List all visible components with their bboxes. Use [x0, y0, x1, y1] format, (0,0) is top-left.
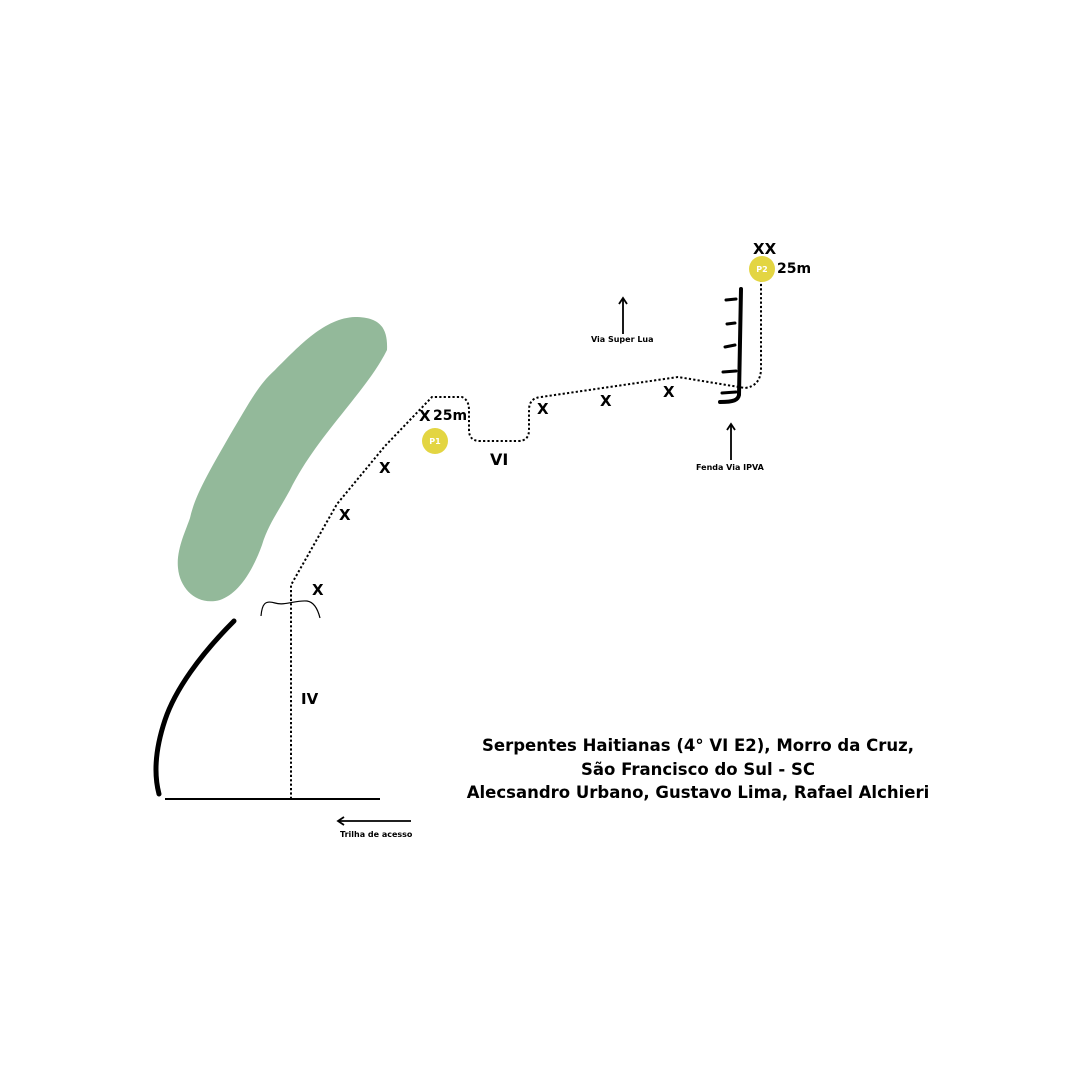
crack-line [718, 287, 743, 404]
route-title-block: Serpentes Haitianas (4° VI E2), Morro da… [460, 734, 936, 805]
anchor-p2: P2 [749, 256, 775, 282]
route-title-line-1: Serpentes Haitianas (4° VI E2), Morro da… [482, 736, 914, 755]
route-title-line-2: São Francisco do Sul - SC [581, 759, 815, 779]
bolt-marker: X [312, 581, 324, 599]
route-title-line-3: Alecsandro Urbano, Gustavo Lima, Rafael … [466, 783, 930, 802]
anchor-p1: P1 [422, 428, 448, 454]
bolt-marker: X [379, 459, 391, 477]
grade-label-iv: IV [301, 690, 319, 708]
bolt-marker: X [663, 383, 675, 401]
route-line [290, 278, 762, 799]
pitch-length-p1: 25m [433, 408, 468, 424]
annotation-trilha-de-acesso: Trilha de acesso [340, 830, 413, 839]
grade-label-vi: VI [490, 450, 509, 469]
bolt-marker: X [537, 400, 549, 418]
bolt-marker: X [339, 506, 351, 524]
arrow-via-super-lua [618, 296, 628, 334]
anchor-p1-label: P1 [429, 436, 441, 446]
arrow-trilha-de-acesso [336, 816, 411, 826]
annotation-fenda-via-ipva: Fenda Via IPVA [696, 463, 764, 472]
bolt-marker: X [600, 392, 612, 410]
double-bolt-marker: XX [753, 240, 777, 258]
ledge-brace [260, 600, 321, 619]
vegetation-shape [177, 317, 388, 602]
bolt-marker: X [419, 407, 431, 425]
arrow-fenda-via-ipva [726, 422, 736, 460]
rock-edge-line [153, 618, 237, 797]
crack-ticks [720, 297, 738, 395]
anchor-p2-label: P2 [756, 264, 768, 274]
pitch-length-p2: 25m [777, 261, 812, 277]
annotation-via-super-lua: Via Super Lua [591, 335, 654, 344]
